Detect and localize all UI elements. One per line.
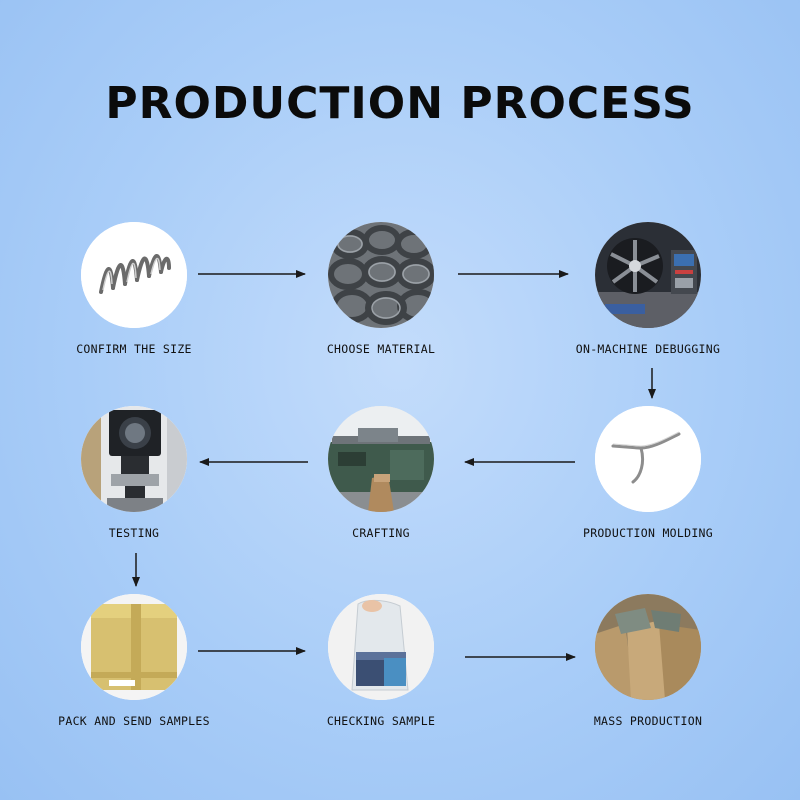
step-checking-sample: CHECKING SAMPLE: [281, 594, 481, 734]
step-pack-send-samples: PACK AND SEND SAMPLES: [34, 594, 234, 734]
step-label: TESTING: [108, 526, 160, 540]
wire-coils-icon: [328, 222, 434, 328]
step-label: PRODUCTION MOLDING: [582, 526, 714, 540]
step-label: ON-MACHINE DEBUGGING: [575, 342, 721, 356]
spring-icon: [81, 222, 187, 328]
step-label: CONFIRM THE SIZE: [76, 342, 192, 356]
workshop-machine-icon: [328, 406, 434, 512]
step-label: PACK AND SEND SAMPLES: [58, 714, 210, 728]
step-production-molding: PRODUCTION MOLDING: [548, 406, 748, 546]
step-label: MASS PRODUCTION: [593, 714, 703, 728]
step-confirm-size: CONFIRM THE SIZE: [34, 222, 234, 362]
sample-bag-icon: [328, 594, 434, 700]
step-label: CHOOSE MATERIAL: [326, 342, 436, 356]
step-choose-material: CHOOSE MATERIAL: [281, 222, 481, 362]
step-label: CRAFTING: [352, 526, 410, 540]
cardboard-box-icon: [81, 594, 187, 700]
step-crafting: CRAFTING: [281, 406, 481, 546]
page-title: PRODUCTION PROCESS: [105, 78, 695, 129]
projector-tester-icon: [81, 406, 187, 512]
step-on-machine-debugging: ON-MACHINE DEBUGGING: [548, 222, 748, 362]
step-testing: TESTING: [34, 406, 234, 546]
step-mass-production: MASS PRODUCTION: [548, 594, 748, 734]
coiling-machine-icon: [595, 222, 701, 328]
wire-form-icon: [595, 406, 701, 512]
step-label: CHECKING SAMPLE: [326, 714, 436, 728]
bulk-sacks-icon: [595, 594, 701, 700]
